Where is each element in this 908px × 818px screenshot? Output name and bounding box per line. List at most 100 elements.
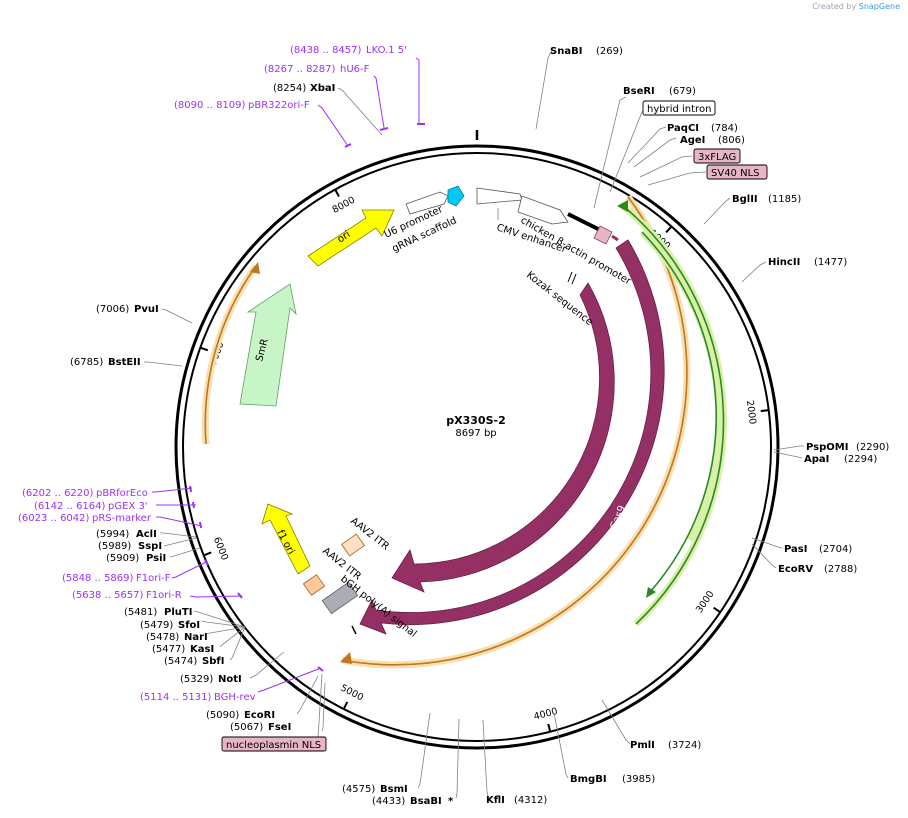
enzyme-noti-pos: (5329) [180, 674, 213, 685]
plasmid-name: pX330S-2 [446, 414, 505, 427]
primer-pgex-pos: (6142 .. 6164) [34, 501, 106, 512]
tick-mark-8000 [334, 189, 340, 197]
aav2-itr-upper [341, 533, 365, 557]
primer-leader-pbr322ori [317, 104, 349, 147]
box-3xflag [693, 148, 741, 164]
leader-bsabi [455, 718, 460, 799]
leader-sv40 [647, 171, 707, 186]
credit-brand: SnapGene [858, 2, 900, 11]
enzyme-snabi-pos: (269) [596, 46, 623, 57]
enzyme-ecori: EcoRI [244, 710, 275, 721]
enzyme-sspi-pos: (5989) [98, 541, 131, 552]
enzyme-sbfi-pos: (5474) [164, 656, 197, 667]
leader-agei [633, 137, 677, 168]
leader-snabi [535, 49, 553, 130]
enzyme-bseri: BseRI [623, 86, 655, 97]
box-nucleoplasmin-nls [221, 736, 327, 752]
enzyme-sfoi-pos: (5479) [140, 620, 173, 631]
tick-mark-1000 [665, 225, 673, 234]
leader-hincii [741, 261, 767, 283]
leader-kfli [482, 719, 489, 797]
backbone [174, 130, 780, 750]
label-hybrid-intron: hybrid intron [647, 104, 711, 115]
enzyme-bseri-pos: (679) [669, 86, 696, 97]
bgh-tick [351, 625, 357, 635]
enzyme-labels-right: SnaBI (269) BseRI (679) PaqCI (784) AgeI… [486, 46, 889, 806]
enzyme-xbai: XbaI [310, 83, 335, 94]
cas9-inner-arrow [391, 282, 615, 593]
enzyme-hincii: HincII [768, 257, 800, 268]
enzyme-pspomi: PspOMI [806, 442, 848, 453]
enzyme-acli: AclI [136, 529, 157, 540]
primer-mark-prs [199, 521, 202, 529]
enzyme-noti: NotI [218, 674, 242, 685]
primer-pbr322ori: pBR322ori-F [248, 100, 310, 111]
leader-fsei [321, 682, 326, 732]
primer-leaders [152, 57, 420, 693]
enzyme-bsmi-pos: (4575) [342, 784, 375, 795]
leader-sbfi [229, 626, 246, 661]
leader-apai [773, 451, 803, 459]
tick-mark-7000 [199, 346, 209, 352]
enzyme-psii-pos: (5909) [106, 553, 139, 564]
u6-promoter-arrow [405, 191, 449, 215]
label-cas9-outer: Cas9 [653, 530, 674, 557]
leader-bseri [593, 96, 627, 209]
enzyme-paqci-pos: (784) [711, 123, 738, 134]
enzyme-kasi: KasI [190, 644, 214, 655]
green-arc-inner-head [646, 587, 656, 598]
primer-mark-f1orir [237, 592, 243, 599]
tick-label-6000: 6000 [211, 536, 230, 563]
primer-mark-pbr322 [344, 143, 352, 148]
enzyme-snabi: SnaBI [550, 46, 582, 57]
center-label: pX330S-2 8697 bp [446, 414, 505, 439]
enzyme-kfli-pos: (4312) [514, 795, 547, 806]
enzyme-hincii-pos: (1477) [814, 257, 847, 268]
enzyme-fsei-pos: (5067) [230, 722, 263, 733]
primer-pbrforeco-pos: (6202 .. 6220) [22, 488, 94, 499]
leader-pmli [601, 699, 631, 745]
enzyme-bmgbi: BmgBI [570, 774, 607, 785]
enzyme-sfoi: SfoI [178, 620, 200, 631]
leader-bglii [703, 197, 731, 225]
primer-leader-prs [156, 516, 203, 527]
enzyme-psii: PsiI [146, 553, 166, 564]
enzyme-bglii: BglII [732, 194, 758, 205]
orange-arc-right-head [340, 652, 352, 664]
backbone-inner-ring [182, 152, 772, 742]
enzyme-apai-pos: (2294) [844, 454, 877, 465]
primer-pbrforeco: pBRforEco [96, 488, 148, 499]
enzyme-bsabi-pos: (4433) [372, 796, 405, 807]
tick-label-8000: 8000 [331, 195, 357, 216]
top-features [405, 185, 619, 285]
left-features [239, 209, 395, 635]
credit-prefix: Created by [812, 2, 857, 11]
enzyme-sspi: SspI [138, 541, 162, 552]
primer-f1orif: F1ori-F [136, 573, 171, 584]
enzyme-nari: NarI [184, 632, 208, 643]
enzyme-apai: ApaI [804, 454, 829, 465]
enzyme-ecorv-pos: (2788) [824, 564, 857, 575]
primer-leader-bghrev [257, 667, 322, 693]
enzyme-bsteii-pos: (6785) [70, 357, 103, 368]
enzyme-bglii-pos: (1185) [768, 194, 801, 205]
enzyme-bsteii: BstEII [108, 357, 141, 368]
primer-pgex: pGEX 3' [108, 501, 148, 512]
tick-mark-6000 [203, 551, 212, 557]
primer-mark-hu6f [379, 127, 389, 131]
backbone-outer-ring [174, 144, 780, 750]
primer-leader-f1orif [171, 561, 207, 579]
enzyme-pasi-pos: (2704) [819, 544, 852, 555]
primer-mark-pbrforeco [189, 485, 192, 493]
leader-kasi [219, 626, 246, 648]
enzyme-bsabi: BsaBI [410, 796, 442, 807]
f1-ori-arrow [261, 503, 311, 575]
leader-pluti [193, 610, 246, 628]
enzyme-pvui: PvuI [134, 304, 159, 315]
enzyme-bsmi: BsmI [380, 784, 408, 795]
cas9-outer-arrow [359, 239, 665, 635]
green-arc-outer-head [617, 200, 628, 212]
leader-pasi [751, 537, 783, 549]
label-sv40-nls: SV40 NLS [711, 168, 760, 179]
tick-label-2000: 2000 [744, 400, 758, 425]
